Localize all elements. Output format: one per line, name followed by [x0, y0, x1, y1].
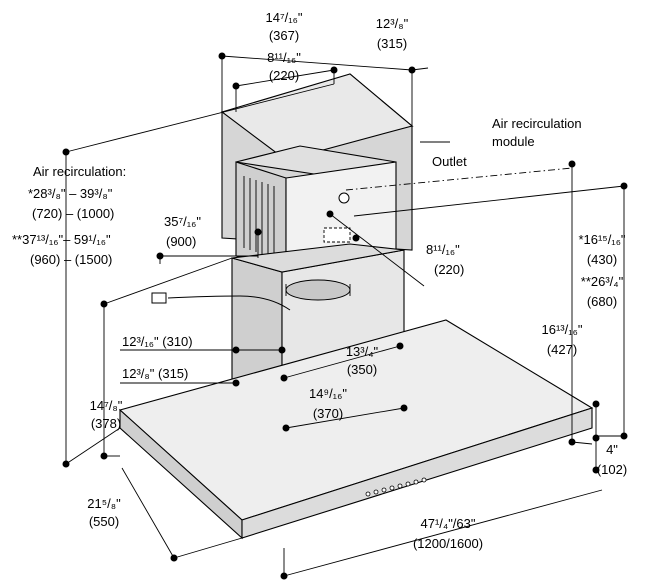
chimney-h-label: 13³/₄": [346, 344, 379, 359]
top-inner-label: 8¹¹/₁₆": [267, 50, 301, 65]
offset-35-label: 35⁷/₁₆": [164, 214, 201, 229]
depth-mm-label: (550): [89, 514, 119, 529]
module-vent-grille: [243, 176, 275, 258]
module-depth-label: 8¹¹/₁₆": [426, 242, 460, 257]
canopy-front: [241, 407, 593, 539]
right-h2-mm-label: (680): [587, 294, 617, 309]
chimney-d-label: 14⁹/₁₆": [309, 386, 347, 401]
top-inner-mm-label: (220): [269, 68, 299, 83]
width-mm-label: (1200/1600): [413, 536, 483, 551]
range1-label: *28³/₈" – 39³/₈": [28, 186, 113, 201]
range2-label: **37¹³/₁₆"– 59¹/₁₆": [12, 232, 111, 247]
right-h2-label: **26³/₄": [581, 274, 624, 289]
hood-to-outlet-mm-label: (427): [547, 342, 577, 357]
depth-label: 21⁵/₈": [87, 496, 121, 511]
top-depth-mm-label: (315): [377, 36, 407, 51]
outlet-label: Outlet: [432, 154, 467, 169]
top-width-mm-label: (367): [269, 28, 299, 43]
control-buttons: [365, 477, 427, 497]
chimney-h-mm-label: (350): [347, 362, 377, 377]
module-title-2: module: [492, 134, 535, 149]
hood-to-outlet-label: 16¹³/₁₆": [542, 322, 583, 337]
module-connector: [323, 227, 351, 243]
left-h-mm-label: (378): [91, 416, 121, 431]
module-depth-mm-label: (220): [434, 262, 464, 277]
canopy-h-label: 4": [606, 442, 618, 457]
chimney-d-mm-label: (370): [313, 406, 343, 421]
dimension-labels: 14⁷/₁₆" (367) 12³/₈" (315) 8¹¹/₁₆" (220)…: [12, 10, 627, 551]
module-outlet-icon: [338, 192, 350, 204]
dimension-dots: [62, 52, 628, 580]
canopy-h-mm-label: (102): [597, 462, 627, 477]
chimney-w1-label: 12³/₁₆" (310): [122, 334, 193, 349]
left-h-label: 14⁷/₈": [90, 398, 123, 413]
top-width-label: 14⁷/₁₆": [265, 10, 302, 25]
range1-mm-label: (720) – (1000): [32, 206, 114, 221]
right-h1-mm-label: (430): [587, 252, 617, 267]
hood-drawing: [118, 73, 594, 540]
width-label: 47¹/₄"/63": [420, 516, 475, 531]
right-h1-label: *16¹⁵/₁₆": [578, 232, 625, 247]
outlet-centerline: [345, 167, 573, 191]
module-title: Air recirculation: [492, 116, 582, 131]
lower-chimney-top: [231, 243, 405, 273]
air-recirculation-title: Air recirculation:: [33, 164, 126, 179]
power-cord: [167, 295, 291, 311]
top-depth-label: 12³/₈": [376, 16, 409, 31]
offset-35-mm-label: (900): [166, 234, 196, 249]
chimney-w2-label: 12³/₈" (315): [122, 366, 188, 381]
motor-housing: [285, 279, 351, 301]
power-plug-icon: [151, 292, 167, 304]
dimension-lines: [65, 55, 625, 577]
range2-mm-label: (960) – (1500): [30, 252, 112, 267]
